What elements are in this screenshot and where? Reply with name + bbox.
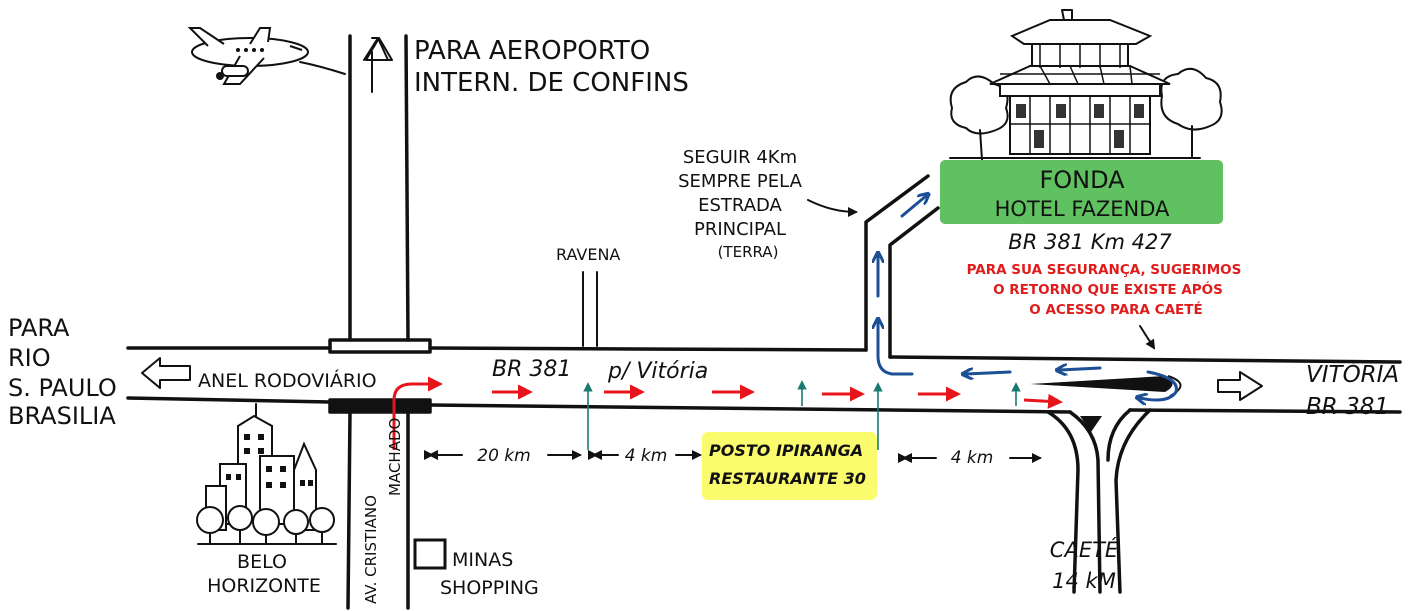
hotel-subtitle: HOTEL FAZENDA (995, 197, 1170, 221)
av-cristiano-machado (346, 410, 410, 610)
main-highway (126, 346, 1402, 414)
vitoria-br-label: BR 381 (1306, 394, 1389, 420)
airport-label-line1: PARA AEROPORTO (414, 36, 650, 66)
distance-4km-b: 4 km (951, 448, 994, 468)
br381-road-label: BR 381 (492, 357, 571, 382)
posto-line2: RESTAURANTE 30 (709, 469, 866, 488)
warning-pointer (1139, 325, 1156, 350)
belo-horizonte-line2: HORIZONTE (207, 575, 321, 597)
posto-line1: POSTO IPIRANGA (709, 441, 863, 460)
west-label-line1: PARA (8, 314, 70, 342)
distance-dimension-lines (424, 450, 1042, 463)
city-skyline-icon (196, 403, 337, 545)
east-arrow (1217, 371, 1263, 401)
hotel-address: BR 381 Km 427 (1008, 230, 1172, 254)
minas-shopping-line2: SHOPPING (440, 577, 539, 599)
left-arrowheads (428, 450, 912, 463)
airport-label-line2: INTERN. DE CONFINS (414, 68, 689, 98)
warning-line2: O RETORNO QUE EXISTE APÓS (993, 280, 1223, 298)
seguir-label-line2: SEMPRE PELA (678, 171, 802, 192)
distance-4km-a: 4 km (625, 446, 668, 466)
caete-label: CAETÉ (1050, 537, 1119, 562)
hotel-building-icon (949, 9, 1223, 161)
west-arrow (141, 357, 191, 389)
caete-distance-label: 14 kM (1052, 569, 1116, 593)
blue-route-arrows (878, 196, 1178, 400)
vitoria-label: VITÓRIA (1306, 360, 1399, 388)
seguir-label-line1: SEGUIR 4Km (683, 147, 797, 168)
av-cristiano-line1: AV. CRISTIANO (362, 495, 380, 604)
warning-line1: PARA SUA SEGURANÇA, SUGERIMOS (967, 262, 1242, 278)
ravena-road (582, 271, 598, 347)
posto-box (702, 432, 877, 500)
hotel-title: FONDA (1039, 166, 1125, 194)
warning-line3: O ACESSO PARA CAETÉ (1029, 301, 1202, 318)
airplane-icon (187, 27, 309, 85)
to-vitoria-label: p/ Vitória (607, 359, 708, 384)
airplane-trail (299, 61, 346, 75)
hotel-name-box (940, 160, 1223, 224)
seguir-label-line3: ESTRADA (698, 195, 782, 216)
ravena-label: RAVENA (556, 245, 620, 264)
median-island (1030, 376, 1173, 392)
av-cristiano-line2: MACHADO (386, 418, 404, 496)
shopping-building-icon (413, 538, 447, 570)
seguir-label-line5: (TERRA) (718, 243, 779, 261)
airport-road (328, 34, 432, 414)
red-route-arrows (392, 376, 1063, 450)
belo-horizonte-line1: BELO (237, 551, 287, 573)
anel-rodoviario-label: ANEL RODOVIÁRIO (198, 369, 377, 392)
caete-junction (1046, 408, 1152, 594)
minas-shopping-line1: MINAS (452, 549, 513, 571)
seguir-label-line4: PRINCIPAL (694, 219, 786, 240)
distance-markers (583, 380, 1021, 450)
west-label-line2: RIO (8, 344, 51, 372)
west-label-line3: S. PAULO (8, 374, 117, 402)
dirt-road-to-hotel (864, 174, 940, 359)
distance-20km: 20 km (477, 446, 530, 466)
west-label-line4: BRASILIA (8, 402, 116, 430)
seguir-pointer (807, 199, 858, 217)
